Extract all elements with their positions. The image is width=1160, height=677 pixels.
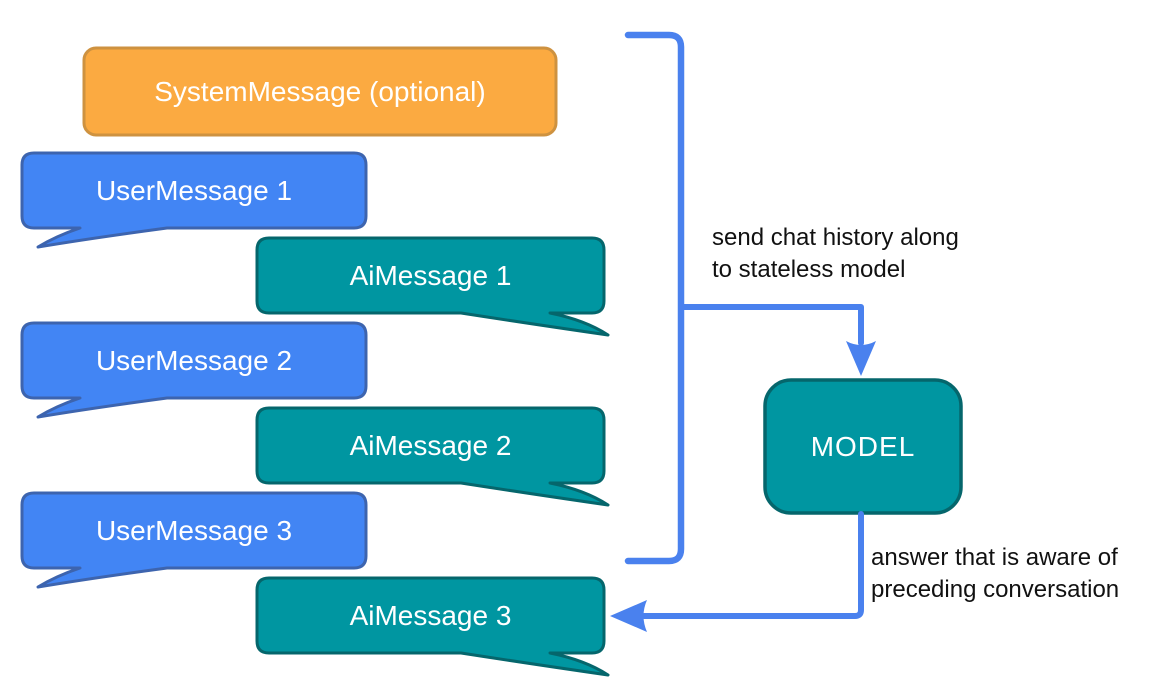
- answer-annotation: answer that is aware of preceding conver…: [871, 544, 1120, 603]
- user-message-3-shape: [20, 491, 368, 589]
- ai-message-2-shape: [255, 406, 610, 507]
- ai-message-1-shape: [255, 236, 610, 337]
- system-message-shape: [82, 46, 558, 137]
- answer-arrowhead-icon: [610, 600, 647, 632]
- answer-arrow-line: [641, 511, 864, 619]
- user-message-1-shape: [20, 151, 368, 249]
- send-annotation: send chat history along to stateless mod…: [712, 224, 959, 283]
- user-message-2-shape: [20, 321, 368, 419]
- history-bracket: [624, 31, 685, 565]
- send-arrowhead-icon: [846, 341, 876, 376]
- send-arrow-line: [680, 304, 864, 346]
- ai-message-3-shape: [255, 576, 610, 677]
- model-shape: [763, 378, 963, 515]
